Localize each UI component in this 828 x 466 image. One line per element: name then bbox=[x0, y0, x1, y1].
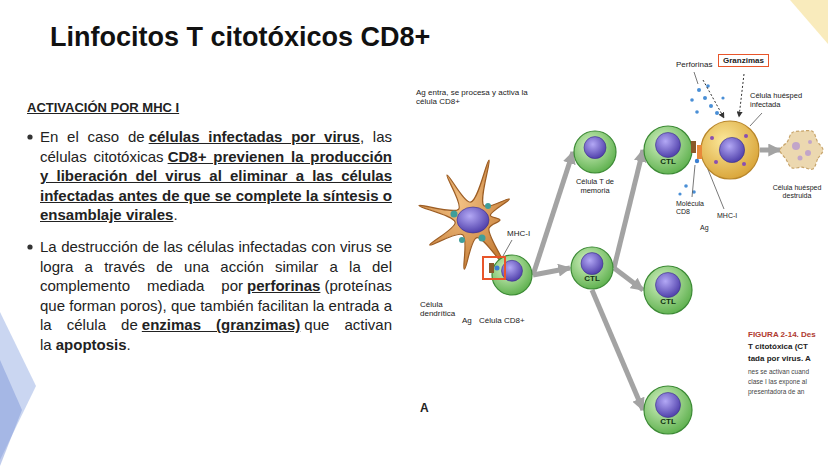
infected-cell: Célula huésped infectada bbox=[700, 120, 760, 180]
figure-caption: FIGURA 2-14. Des bbox=[748, 330, 816, 339]
bullet-text: . bbox=[127, 336, 131, 353]
slide-title: Linfocitos T citotóxicos CD8+ bbox=[50, 22, 430, 53]
bullet-dot bbox=[27, 244, 32, 249]
decor-triangle bbox=[790, 0, 828, 44]
ctl-cell: CTL bbox=[643, 385, 693, 435]
figure-caption: clase I las expone al bbox=[748, 378, 807, 385]
activation-arrow bbox=[533, 268, 570, 275]
destroyed-cell-shape bbox=[780, 128, 824, 172]
granzyme-arrow bbox=[739, 74, 744, 117]
cd8-cell-shape bbox=[491, 254, 533, 296]
bullet-text: perforinas bbox=[247, 277, 320, 294]
ctl-cell-shape bbox=[643, 265, 693, 315]
molecule-label: MHC-I bbox=[507, 229, 530, 238]
leader-line bbox=[692, 165, 695, 197]
antigen bbox=[695, 159, 699, 163]
bullet-text: células infectadas por virus bbox=[149, 128, 360, 145]
perforin-arrow bbox=[703, 80, 724, 118]
panel-letter: A bbox=[420, 402, 429, 416]
activation-arrow bbox=[760, 148, 780, 153]
bullet-text: apoptosis bbox=[56, 336, 127, 353]
cell-label: CTL bbox=[643, 157, 693, 166]
molecule-label: MHC-I bbox=[717, 212, 737, 220]
infected-cell-shape bbox=[700, 120, 760, 180]
figure-note: Ag entra, se procesa y activa la célula … bbox=[416, 88, 528, 106]
bullet-text: enzimas (granzimas) bbox=[142, 316, 300, 333]
cd8-cell: Célula CD8+ bbox=[491, 254, 533, 296]
figure-caption: nes se activan cuand bbox=[748, 368, 809, 375]
cell-label: Célula huésped destruida bbox=[769, 184, 825, 200]
activation-arrow bbox=[614, 268, 643, 290]
figure-caption: tada por virus. A bbox=[748, 354, 811, 363]
activation-arrow bbox=[533, 152, 573, 275]
bullet-text: . bbox=[173, 206, 177, 223]
leader-line bbox=[750, 113, 762, 126]
destroyed-cell: Célula huésped destruida bbox=[780, 128, 824, 172]
figure-caption: T citotóxica (CT bbox=[748, 342, 808, 351]
leader-line bbox=[694, 72, 698, 84]
bullet-dot bbox=[27, 134, 32, 139]
cell-label: Célula huésped infectada bbox=[750, 92, 808, 109]
molecule-label: Perforinas bbox=[676, 60, 712, 69]
box-label: Granzimas bbox=[723, 56, 764, 65]
ctl-cell-shape bbox=[570, 246, 614, 290]
cell-label: Célula dendrítica bbox=[420, 300, 464, 318]
cell-label: Célula T de memoria bbox=[571, 178, 619, 195]
cell-label: CTL bbox=[643, 417, 693, 426]
cell-label: CTL bbox=[643, 297, 693, 306]
antigen-label: Ag bbox=[700, 224, 709, 232]
ctl-cell-shape bbox=[643, 385, 693, 435]
ctl-cell: CTL bbox=[643, 125, 693, 175]
leader-line bbox=[503, 240, 512, 256]
figure-caption: presentadora de an bbox=[748, 388, 804, 395]
section-heading: ACTIVACIÓN POR MHC I bbox=[27, 101, 179, 116]
bullet-text: En el caso de bbox=[40, 128, 145, 145]
cell-label: Célula CD8+ bbox=[479, 316, 525, 325]
bullet-paragraph: En el caso decélulas infectadas por viru… bbox=[40, 127, 392, 225]
decor-triangle bbox=[0, 360, 22, 466]
cell-label: CTL bbox=[570, 274, 614, 283]
ctl-cell: CTL bbox=[570, 246, 614, 290]
bullet-paragraph: La destrucción de las células infectadas… bbox=[40, 237, 392, 355]
highlight-box: Granzimas bbox=[718, 54, 769, 67]
memory-cell-shape bbox=[573, 130, 617, 174]
activation-arrow bbox=[614, 150, 643, 268]
memory-cell: Célula T de memoria bbox=[573, 130, 617, 174]
ctl-cell: CTL bbox=[643, 265, 693, 315]
activation-arrow bbox=[592, 290, 643, 410]
ctl-cell-shape bbox=[643, 125, 693, 175]
molecule-label: Molécula CD8 bbox=[676, 200, 712, 216]
antigen-label: Ag bbox=[462, 316, 472, 325]
